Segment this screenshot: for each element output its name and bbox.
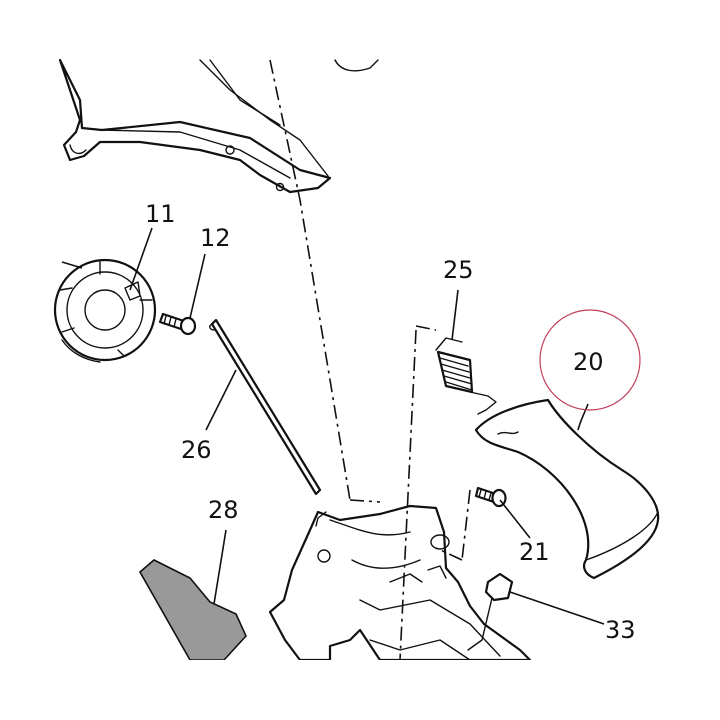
crop-mask: [0, 660, 720, 720]
part-20-handle-cover[interactable]: [474, 398, 660, 580]
label-26: 26: [181, 436, 212, 464]
label-25: 25: [443, 256, 474, 284]
label-33: 33: [605, 616, 636, 644]
top-cover[interactable]: [58, 58, 379, 194]
label-17-clip: [600, 650, 660, 660]
label-11: 11: [145, 200, 176, 228]
part-28-gasket[interactable]: [138, 559, 247, 661]
part-11-housing[interactable]: [53, 258, 157, 363]
assembly-axes: [269, 59, 471, 661]
part-21-screw[interactable]: [474, 486, 507, 508]
highlight-circle: [539, 309, 641, 411]
label-28: 28: [208, 496, 239, 524]
part-12-screw[interactable]: [158, 312, 197, 336]
part-26-rod[interactable]: [209, 318, 322, 496]
part-25-spring[interactable]: [435, 337, 497, 415]
label-21: 21: [519, 538, 550, 566]
leader-lines: [61, 227, 605, 625]
part-33-connector[interactable]: [467, 572, 514, 651]
label-12: 12: [200, 224, 231, 252]
label-20: 20: [573, 348, 604, 376]
